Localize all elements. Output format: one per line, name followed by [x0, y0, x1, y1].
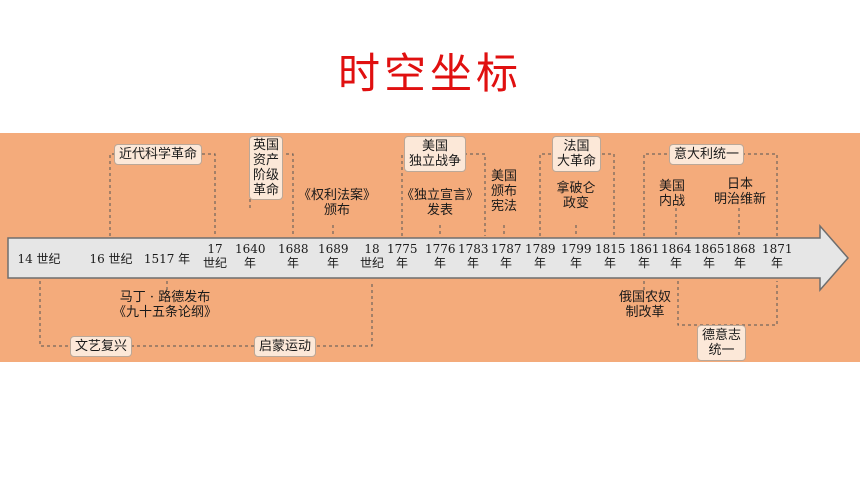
axis-label: 1864 年: [661, 242, 692, 270]
bracket-renaissance-enlightenment: [39, 281, 373, 347]
axis-label: 1871 年: [762, 242, 793, 270]
event-meiji-restoration: 日本 明治维新: [713, 177, 766, 207]
axis-label: 1776 年: [425, 242, 456, 270]
event-enlightenment: 启蒙运动: [254, 336, 317, 357]
event-us-civil-war: 美国 内战: [658, 179, 685, 209]
axis-label: 16 世纪: [89, 252, 133, 266]
axis-label: 1688 年: [278, 242, 309, 270]
timeline-panel: 14 世纪 16 世纪 1517 年 17 世纪 1640 年 1688 年 1…: [0, 133, 860, 362]
axis-label: 1861 年: [629, 242, 660, 270]
bracket-germany: [677, 281, 778, 326]
event-us-constitution: 美国 颁布 宪法: [490, 169, 517, 214]
event-us-independence-war: 美国 独立战争: [404, 136, 467, 172]
axis-label: 17 世纪: [202, 242, 227, 270]
axis-label: 1799 年: [561, 242, 592, 270]
event-luther-theses: 马丁 · 路德发布 《九十五条论纲》: [112, 290, 217, 320]
event-us-declaration: 《独立宣言》 发表: [400, 188, 479, 218]
axis-label: 1689 年: [318, 242, 349, 270]
axis-label: 1865 年: [694, 242, 725, 270]
page-title: 时空坐标: [337, 49, 522, 98]
axis-label: 1789 年: [525, 242, 556, 270]
axis-label: 1775 年: [387, 242, 418, 270]
axis-label: 14 世纪: [17, 252, 61, 266]
event-russian-serf-reform: 俄国农奴 制改革: [618, 290, 671, 320]
axis-label: 1783 年: [458, 242, 489, 270]
axis-label: 1868 年: [725, 242, 756, 270]
axis-label: 1640 年: [235, 242, 266, 270]
bracket-us-war: [401, 153, 486, 236]
event-napoleon-coup: 拿破仑 政变: [556, 181, 596, 211]
event-german-unification: 德意志 统一: [697, 325, 747, 361]
event-italian-unification: 意大利统一: [669, 144, 745, 165]
axis-label: 1787 年: [491, 242, 522, 270]
event-science-revolution: 近代科学革命: [114, 144, 203, 165]
event-renaissance: 文艺复兴: [70, 336, 133, 357]
event-french-revolution: 法国 大革命: [552, 136, 602, 172]
event-english-revolution: 英国 资产 阶级 革命: [249, 136, 284, 200]
timeline-arrow: [7, 224, 849, 292]
axis-label: 18 世纪: [359, 242, 384, 270]
axis-label: 1815 年: [595, 242, 626, 270]
axis-label: 1517 年: [143, 252, 191, 266]
event-bill-of-rights: 《权利法案》 颁布: [297, 188, 376, 218]
